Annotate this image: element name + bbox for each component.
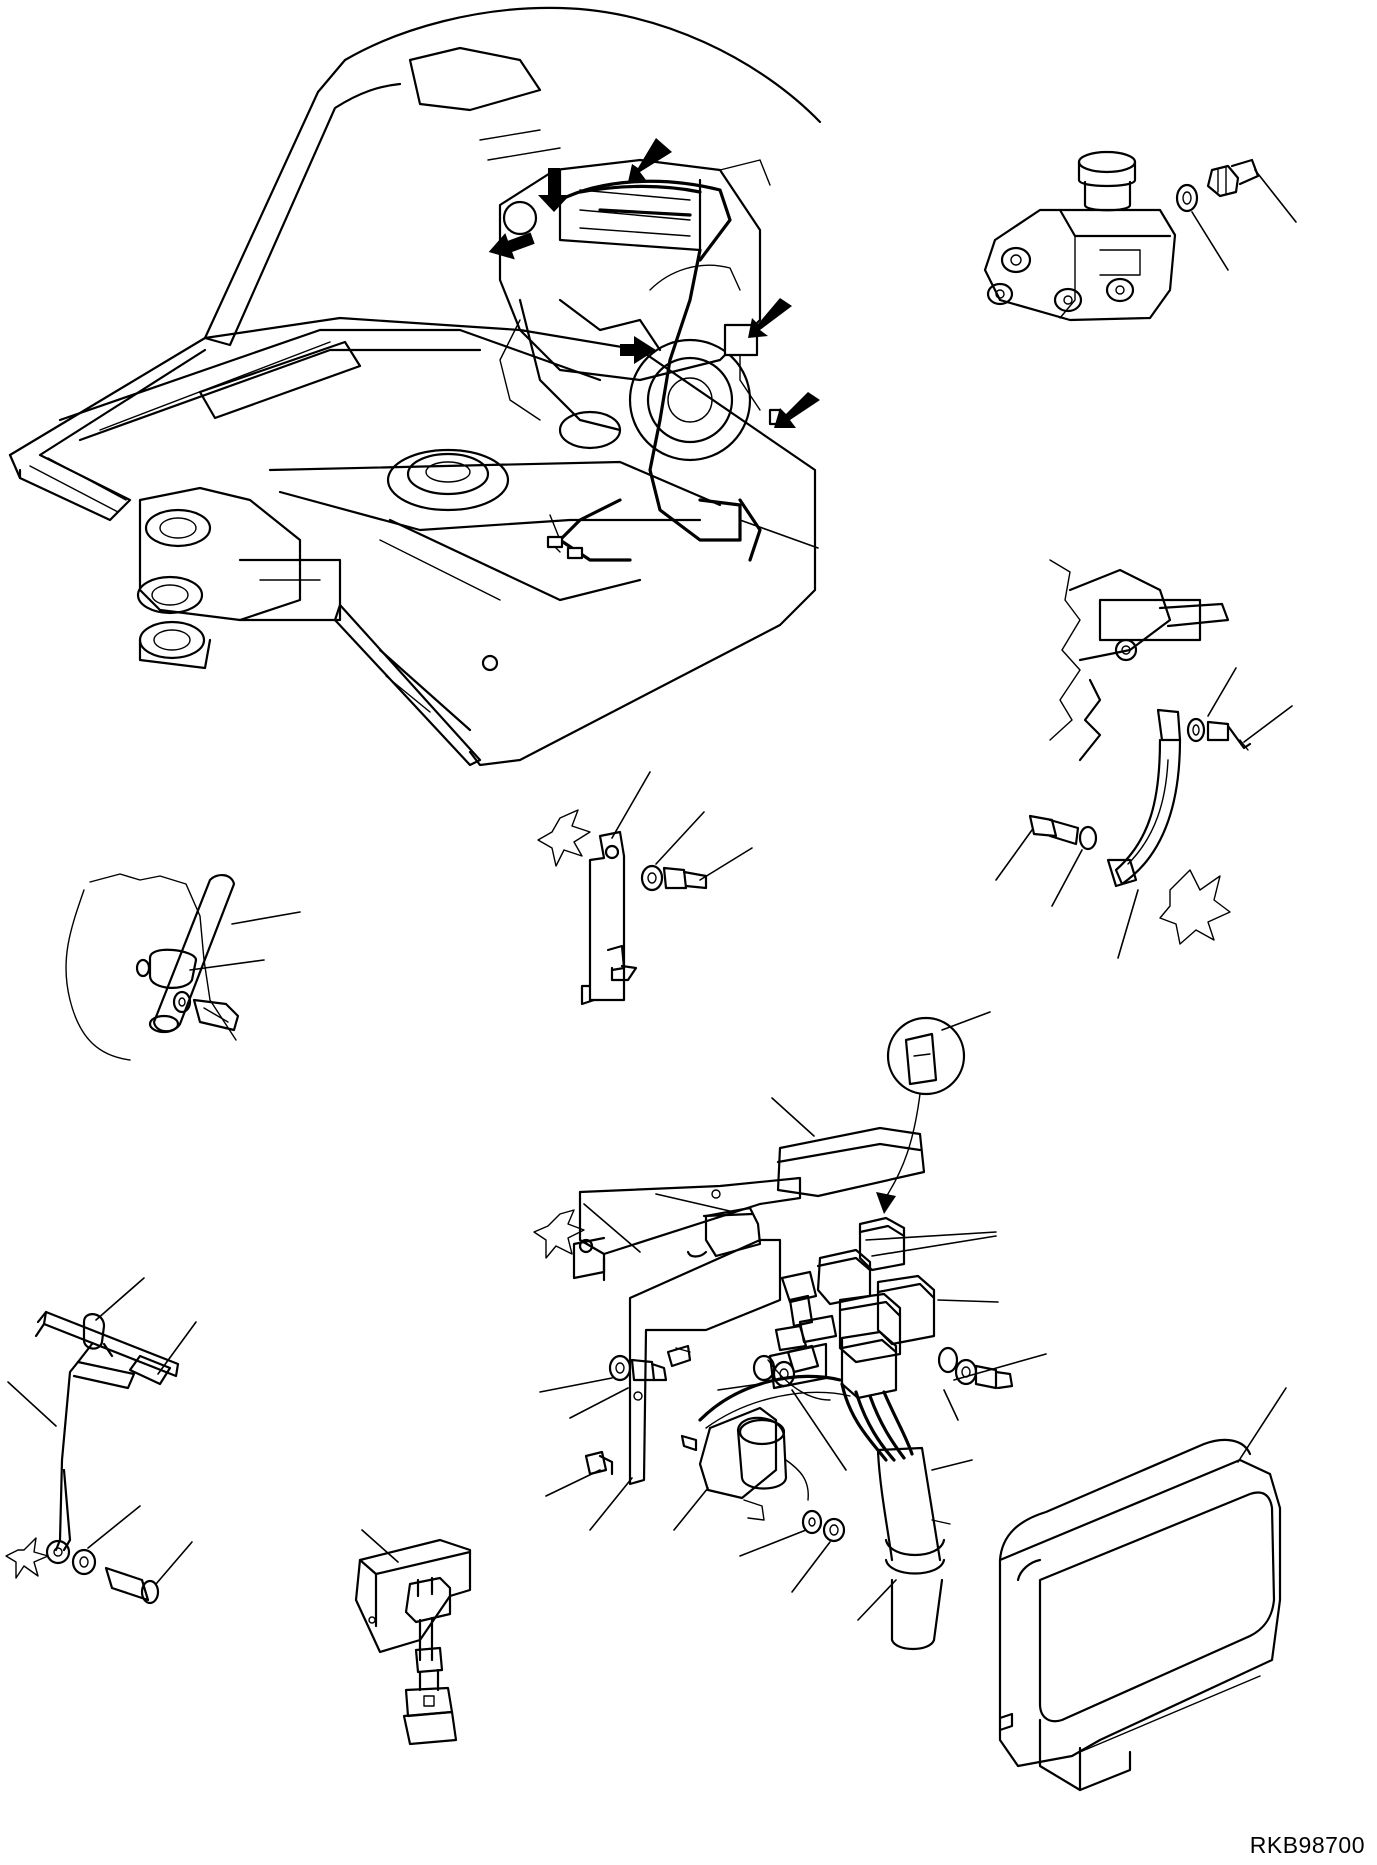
controller-box [1000, 1388, 1286, 1790]
ground-strap [996, 560, 1292, 958]
pointer-arrow-3 [488, 232, 535, 260]
pointer-arrow-4 [748, 298, 792, 338]
relay-with-connector [356, 1530, 470, 1744]
pipe-clamp [6, 1278, 196, 1603]
diagram-code-label: RKB98700 [1249, 1832, 1365, 1858]
harness-clamp-on-frame [66, 874, 300, 1060]
pointer-arrow-5 [620, 336, 656, 364]
brake-valve-with-pressure-switch [985, 152, 1296, 320]
mounting-bracket [538, 772, 752, 1004]
relay-panel-assembly [534, 1012, 1046, 1649]
main-frame-with-engine [10, 8, 820, 765]
pointer-arrow-6 [774, 392, 820, 428]
pointer-arrow-2 [538, 168, 570, 212]
pointer-arrow-1 [628, 138, 672, 182]
